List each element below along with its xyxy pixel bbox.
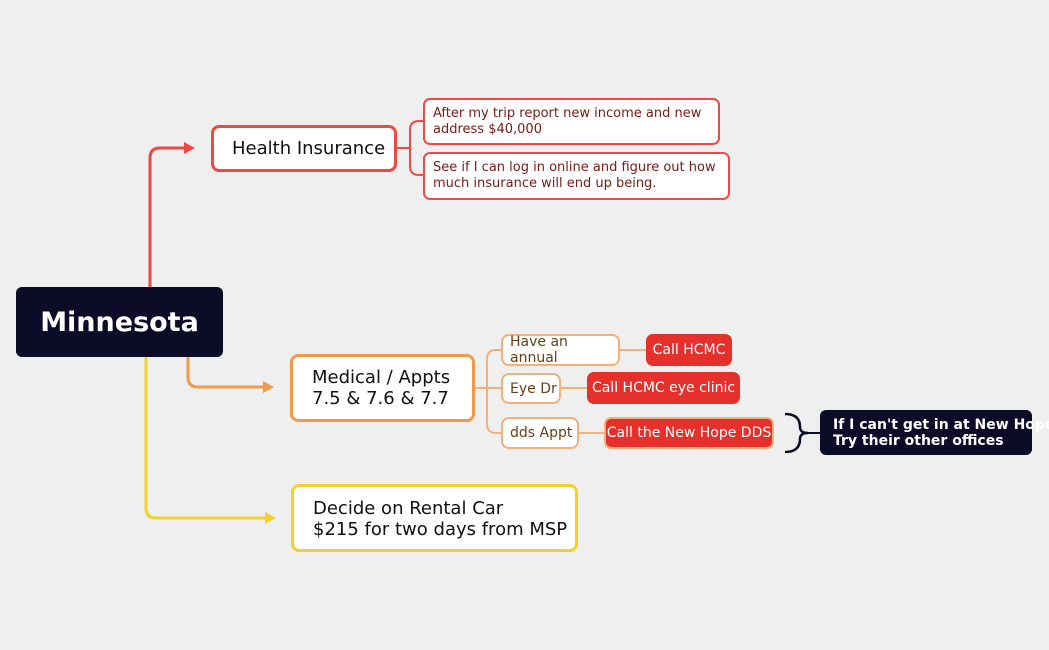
medical-line-2: 7.5 & 7.6 & 7.7	[312, 388, 449, 409]
subtopic-dds-appt[interactable]: dds Appt	[501, 417, 579, 449]
topic-rental-car[interactable]: Decide on Rental Car $215 for two days f…	[291, 484, 578, 552]
annual-label: Have an annual	[510, 334, 568, 366]
rental-line-1: Decide on Rental Car	[313, 498, 504, 519]
link-health-notes	[397, 120, 423, 176]
eye-dr-label: Eye Dr	[510, 380, 557, 397]
health-label: Health Insurance	[232, 138, 386, 159]
root-label: Minnesota	[40, 306, 199, 338]
subtopic-eye-dr[interactable]: Eye Dr	[501, 373, 561, 404]
task-call-hcmc[interactable]: Call HCMC	[646, 334, 732, 366]
root-topic-minnesota[interactable]: Minnesota	[16, 287, 223, 357]
task-call-hcmc-eye-clinic[interactable]: Call HCMC eye clinic	[587, 372, 740, 404]
link-root-rental	[144, 357, 265, 520]
task-1-label: Call HCMC	[652, 342, 726, 358]
note-1-line-1: After my trip report new income and new	[433, 106, 702, 121]
rental-line-2: $215 for two days from MSP	[313, 519, 568, 540]
summary-other-offices[interactable]: If I can't get in at New Hope Try their …	[820, 410, 1049, 455]
dds-label: dds Appt	[510, 425, 573, 441]
task-3-label: Call the New Hope DDS	[606, 425, 772, 441]
note-2-line-2: much insurance will end up being.	[433, 176, 657, 191]
link-root-medical	[186, 357, 263, 389]
topic-health-insurance[interactable]: Health Insurance	[211, 125, 397, 172]
arrow-medical	[263, 381, 274, 393]
link-medical-items	[475, 349, 501, 434]
summary-brace	[784, 412, 809, 454]
subtopic-health-note-2[interactable]: See if I can log in online and figure ou…	[423, 152, 730, 200]
summary-line-2: Try their other offices	[833, 433, 1004, 449]
topic-medical-appts[interactable]: Medical / Appts 7.5 & 7.6 & 7.7	[290, 354, 475, 422]
note-2-line-1: See if I can log in online and figure ou…	[433, 160, 716, 175]
summary-line-1: If I can't get in at New Hope	[833, 417, 1049, 433]
link-root-health	[148, 146, 186, 287]
arrow-rental	[265, 512, 276, 524]
task-call-new-hope-dds[interactable]: Call the New Hope DDS	[604, 417, 774, 449]
subtopic-health-note-1[interactable]: After my trip report new income and new …	[423, 98, 720, 145]
task-2-label: Call HCMC eye clinic	[591, 380, 736, 396]
arrow-health	[184, 142, 195, 154]
subtopic-have-an-annual[interactable]: Have an annual	[501, 334, 620, 366]
note-1-line-2: address $40,000	[433, 122, 542, 137]
medical-line-1: Medical / Appts	[312, 367, 451, 388]
